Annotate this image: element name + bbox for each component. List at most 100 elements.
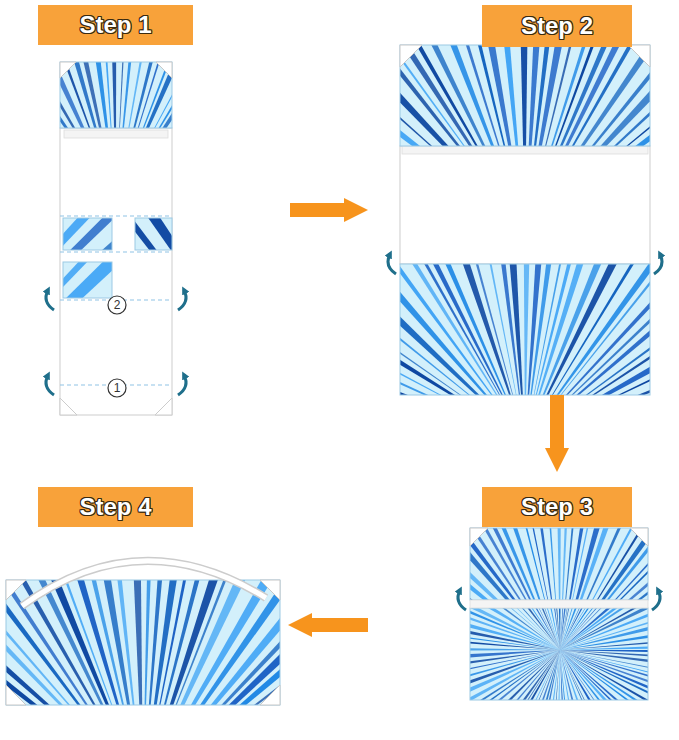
dye-stripe (143, 580, 280, 705)
tie-dye-patch (63, 262, 112, 298)
dye-stripe (63, 262, 112, 298)
dye-stripe (143, 580, 280, 705)
dye-stripe (91, 580, 143, 705)
dye-stripe (143, 580, 280, 705)
dye-stripe (470, 608, 560, 650)
dye-stripe (470, 608, 560, 650)
dye-stripe (525, 45, 650, 146)
dye-stripe (525, 45, 650, 146)
dye-stripe (143, 580, 280, 705)
step-heading: Step 2 (521, 12, 593, 40)
dye-stripe (421, 264, 525, 395)
fabric-edge (63, 218, 112, 250)
dye-stripe (560, 528, 648, 600)
dye-stripe (400, 45, 525, 146)
carry-strap (22, 561, 266, 606)
dye-stripe (525, 264, 650, 395)
fabric-edge (63, 262, 112, 298)
strap-corner (628, 45, 650, 67)
dye-stripe (63, 262, 112, 298)
dye-stripe (470, 608, 560, 650)
dye-stripe (525, 45, 650, 146)
dye-stripe (560, 650, 648, 700)
dye-stripe (63, 262, 112, 298)
dye-stripe (135, 218, 172, 250)
tie-dye-patch (6, 580, 280, 705)
dye-stripe (143, 580, 280, 705)
fold-arrows (46, 254, 662, 610)
dye-stripe (116, 62, 172, 128)
dye-stripe (135, 218, 172, 250)
dye-stripe (560, 608, 648, 650)
dye-stripe (135, 218, 172, 250)
dye-stripe (135, 218, 172, 250)
dye-stripe (63, 218, 112, 250)
dye-stripe (63, 218, 112, 250)
step-heading: Step 3 (521, 493, 593, 521)
dye-stripe (63, 218, 112, 250)
step-heading: Step 1 (79, 11, 151, 39)
dye-stripe (470, 608, 560, 650)
dye-stripe (560, 528, 648, 600)
dye-stripe (470, 608, 560, 650)
dye-stripe (60, 62, 116, 128)
circle-shape (108, 379, 126, 397)
dye-stripe (116, 62, 172, 128)
dye-stripe (143, 580, 280, 705)
dye-stripe (143, 698, 280, 705)
fabric-edge (60, 62, 172, 128)
step-panel: Step 121 (30, 0, 290, 470)
dye-stripe (560, 650, 648, 700)
dye-stripe (135, 218, 172, 250)
step-panel: Step 3 (368, 472, 660, 735)
dye-stripe (525, 45, 650, 146)
dye-stripe (560, 650, 648, 700)
dye-stripe (525, 45, 650, 146)
dye-stripe (560, 532, 648, 600)
step-panel: Step 4 (0, 472, 288, 735)
strap-corner (6, 580, 26, 600)
dye-stripe (143, 580, 280, 705)
dye-stripe (560, 528, 648, 600)
strap-corner (260, 685, 280, 705)
dye-stripe (116, 62, 172, 128)
dye-stripe (470, 608, 560, 650)
step-arrow (290, 203, 344, 217)
dye-stripe (470, 650, 560, 700)
callout-circle: 2 (107, 295, 127, 315)
dye-stripe (560, 528, 648, 600)
dye-stripe (560, 528, 648, 600)
tie-dye-patch (400, 45, 650, 146)
dye-stripe (116, 62, 172, 128)
dye-stripe (470, 650, 560, 700)
dye-stripe (116, 62, 172, 128)
dye-stripe (470, 608, 560, 650)
dye-stripe (525, 264, 650, 395)
dye-stripe (560, 650, 625, 700)
dye-stripe (470, 608, 560, 650)
dye-stripe (560, 528, 648, 600)
dye-stripe (63, 218, 112, 250)
dye-stripe (63, 262, 112, 298)
dye-stripe (525, 264, 650, 395)
dye-stripe (116, 62, 172, 128)
dye-stripe (470, 650, 560, 700)
dye-stripe (470, 608, 560, 650)
dye-stripe (470, 608, 560, 650)
dye-stripe (560, 650, 648, 700)
fabric-edge (470, 608, 648, 700)
dye-stripe (63, 262, 112, 298)
dye-stripe (525, 264, 650, 395)
strap-corner (60, 62, 76, 78)
dye-stripe (470, 608, 560, 650)
dye-stripe (560, 528, 648, 600)
dye-stripe (470, 608, 560, 650)
dye-stripe (525, 264, 650, 395)
step-heading-box: Step 4 (38, 487, 193, 527)
dye-stripe (143, 580, 280, 705)
dye-stripe (525, 264, 650, 395)
